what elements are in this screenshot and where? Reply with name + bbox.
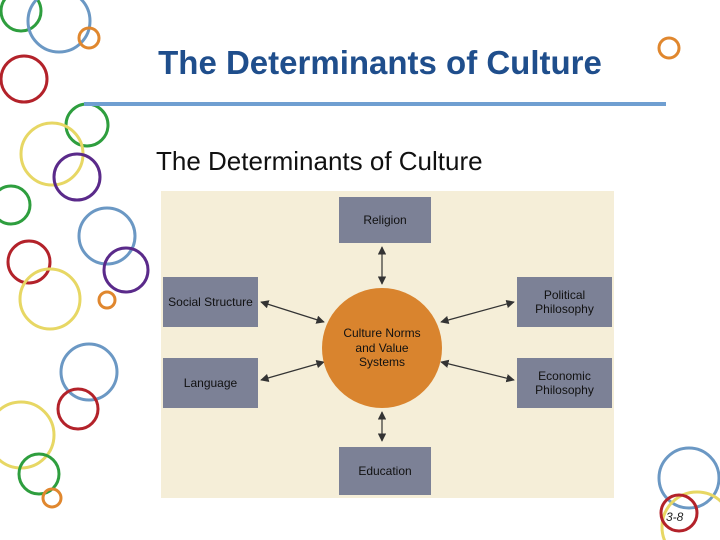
- slide-subtitle: The Determinants of Culture: [156, 146, 483, 177]
- deco-circle: [20, 269, 80, 329]
- deco-circle: [54, 154, 100, 200]
- title-divider: [84, 102, 666, 106]
- deco-circle: [58, 389, 98, 429]
- culture-center-circle: Culture Norms and Value Systems: [322, 288, 442, 408]
- deco-circle: [79, 208, 135, 264]
- deco-circle: [0, 186, 30, 224]
- culture-diagram: Religion Social Structure Language Educa…: [161, 191, 614, 498]
- social-structure-box: Social Structure: [163, 277, 258, 327]
- center-label: Culture Norms and Value Systems: [342, 326, 422, 370]
- arrow-political-philosophy: [441, 302, 514, 322]
- arrow-language: [261, 362, 324, 380]
- page-number: 3-8: [666, 510, 683, 524]
- economic-philosophy-box: Economic Philosophy: [517, 358, 612, 408]
- deco-circle: [659, 38, 679, 58]
- deco-circle: [99, 292, 115, 308]
- deco-circle: [1, 0, 41, 31]
- religion-box: Religion: [339, 197, 431, 243]
- language-box: Language: [163, 358, 258, 408]
- deco-circle: [43, 489, 61, 507]
- political-philosophy-box: Political Philosophy: [517, 277, 612, 327]
- deco-circle: [66, 104, 108, 146]
- arrow-social-structure: [261, 302, 324, 322]
- slide-title: The Determinants of Culture: [100, 44, 660, 82]
- deco-circle: [1, 56, 47, 102]
- arrow-economic-philosophy: [441, 362, 514, 380]
- education-box: Education: [339, 447, 431, 495]
